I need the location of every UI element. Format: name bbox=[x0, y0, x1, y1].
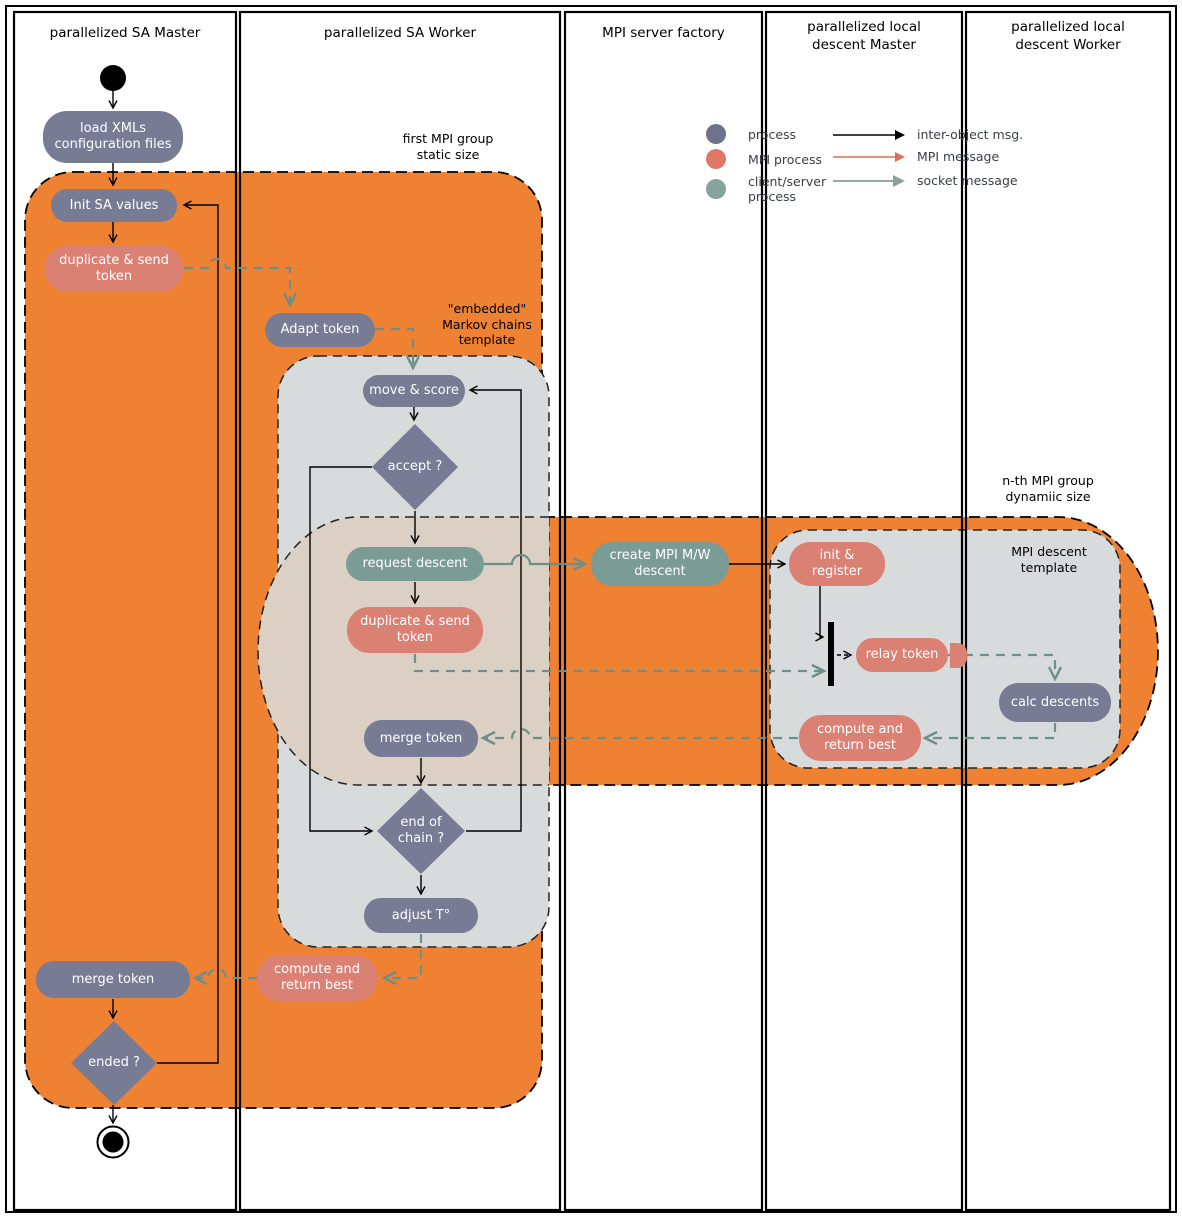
clipped-node-fragment bbox=[950, 643, 967, 668]
node-load-xmls: load XMLs configuration files bbox=[43, 111, 183, 163]
label-mpi-descent-template: MPI descent template bbox=[1011, 544, 1087, 575]
start-node bbox=[100, 65, 126, 91]
socket-connectors bbox=[184, 257, 1063, 986]
node-init-sa-values: Init SA values bbox=[51, 189, 177, 222]
node-request-descent: request descent bbox=[346, 547, 484, 581]
legend-client-server-label: client/server process bbox=[748, 174, 827, 204]
inter-object-arrow-icon bbox=[833, 129, 905, 140]
node-relay-token: relay token bbox=[856, 638, 948, 672]
node-duplicate-send-worker: duplicate & send token bbox=[347, 607, 483, 653]
label-nth-mpi-group: n-th MPI group dynamiic size bbox=[1002, 473, 1094, 504]
end-node bbox=[96, 1125, 130, 1159]
legend-process-label: process bbox=[748, 126, 797, 142]
node-duplicate-send-master: duplicate & send token bbox=[45, 246, 183, 292]
node-create-mpi-descent: create MPI M/W descent bbox=[591, 542, 729, 586]
legend-mpi-message-label: MPI message bbox=[917, 149, 1000, 164]
lane-title-sa-master: parallelized SA Master bbox=[49, 25, 201, 41]
node-merge-token-master: merge token bbox=[36, 961, 190, 998]
lane-title-mpi-server-factory: MPI server factory bbox=[602, 25, 725, 41]
node-init-register: init & register bbox=[789, 542, 885, 586]
lane-title-descent-worker: parallelized local descent Worker bbox=[1011, 19, 1125, 54]
legend-mpi-process-label: MPI process bbox=[748, 151, 823, 167]
node-calc-descents: calc descents bbox=[999, 683, 1111, 722]
inter-object-connectors bbox=[108, 91, 853, 1125]
decision-ended: ended ? bbox=[88, 1054, 140, 1070]
node-merge-token-worker: merge token bbox=[364, 720, 478, 757]
client-server-legend-icon bbox=[706, 179, 726, 199]
decision-diamonds bbox=[71, 424, 465, 1105]
diagram-frame bbox=[5, 5, 1177, 1213]
node-adjust-t: adjust T° bbox=[364, 898, 478, 933]
decision-accept: accept ? bbox=[387, 458, 443, 474]
node-move-score: move & score bbox=[363, 375, 465, 407]
node-compute-best-worker: compute and return best bbox=[257, 955, 377, 1001]
mpi-message-arrow-icon bbox=[833, 151, 905, 162]
lane-title-descent-master: parallelized local descent Master bbox=[807, 19, 921, 54]
legend-socket-message-label: socket message bbox=[917, 173, 1018, 188]
legend-inter-object-label: inter-object msg. bbox=[917, 127, 1024, 142]
sync-bar bbox=[828, 622, 834, 686]
label-first-mpi-group: first MPI group static size bbox=[402, 131, 494, 162]
lane-title-sa-worker: parallelized SA Worker bbox=[323, 25, 477, 41]
mpi-process-legend-icon bbox=[706, 149, 726, 169]
legend: process MPI process client/server proces… bbox=[700, 124, 1030, 216]
label-embedded-markov: "embedded" Markov chains template bbox=[442, 301, 532, 348]
socket-message-arrow-icon bbox=[833, 174, 905, 187]
node-compute-best-descent: compute and return best bbox=[799, 715, 921, 761]
swimlane-boxes bbox=[12, 10, 1172, 1212]
process-legend-icon bbox=[706, 124, 726, 144]
node-adapt-token: Adapt token bbox=[265, 313, 375, 347]
decision-end-of-chain: end of chain ? bbox=[397, 814, 445, 846]
